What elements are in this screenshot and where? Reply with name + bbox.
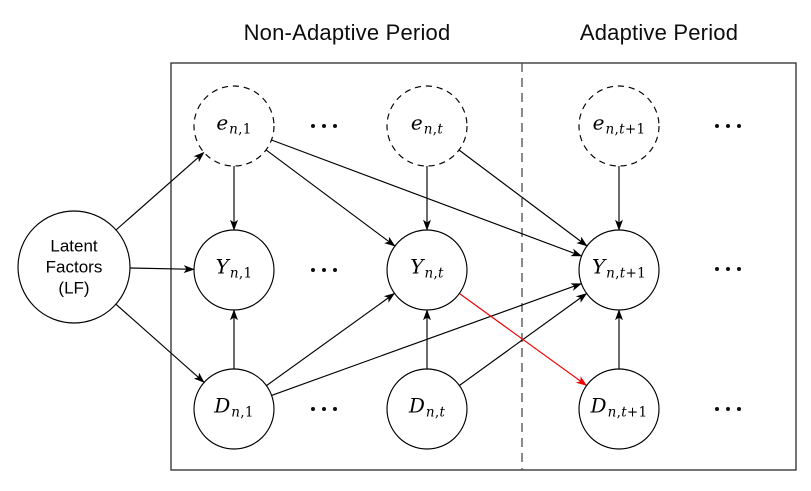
ellipsis-dots-3 [715,124,741,128]
node-circle-yt [386,229,468,311]
edge-yt-dt1-feedback [459,293,588,386]
edge-et-yt1 [458,149,588,247]
node-label-et: en,t [410,110,444,138]
nodes-group [17,85,660,450]
ellipsis-dots-1 [311,268,337,272]
node-label-y1: Yn,1 [215,254,253,282]
ellipsis-dots-0 [311,124,337,128]
node-label-dt1: Dn,t+1 [590,393,648,421]
node-circle-dt1 [578,368,660,450]
node-label-yt1: Yn,t+1 [591,254,647,282]
node-circle-dt [386,368,468,450]
node-circle-et [386,85,468,167]
node-circle-y1 [193,229,275,311]
node-circle-yt1 [578,229,660,311]
node-circle-lf [17,210,131,324]
ellipsis-dots-2 [311,407,337,411]
node-label-e1: en,1 [216,110,252,138]
ellipsis-group [311,124,741,411]
node-circle-e1 [193,85,275,167]
node-circle-d1 [193,368,275,450]
node-circle-et1 [578,85,660,167]
edge-lf-d1 [115,303,205,383]
ellipsis-dots-4 [715,267,741,271]
node-label-dt: Dn,t [408,393,446,421]
edge-lf-e1 [115,151,205,231]
ellipsis-dots-5 [715,407,741,411]
non-adaptive-period-title: Non-Adaptive Period [243,20,451,45]
node-label-d1: Dn,1 [214,393,254,421]
node-label-et1: en,t+1 [592,110,646,138]
adaptive-period-title: Adaptive Period [579,20,739,45]
node-label-yt: Yn,t [410,254,444,282]
edge-lf-y1 [129,265,195,274]
edges-group [115,139,623,396]
edge-e1-yt [265,149,396,247]
edge-d1-yt [266,292,396,387]
period-box [170,62,797,471]
